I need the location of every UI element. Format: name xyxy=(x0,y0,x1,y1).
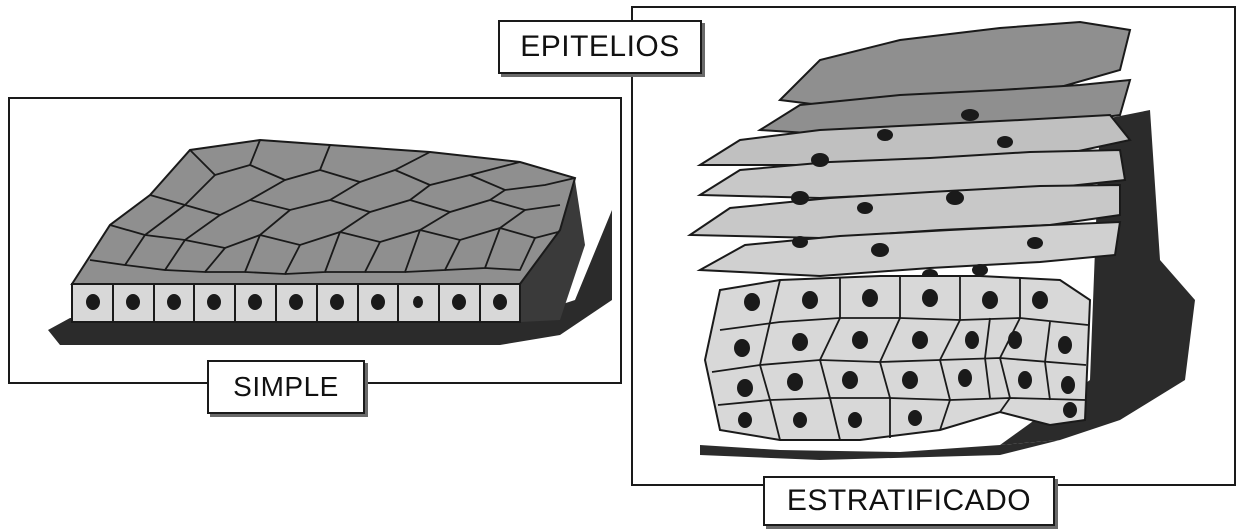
nucleus xyxy=(452,294,466,310)
title-label: EPITELIOS xyxy=(498,20,702,74)
nucleus xyxy=(86,294,100,310)
nucleus xyxy=(289,294,303,310)
simple-cell-row xyxy=(72,284,520,322)
nucleus xyxy=(330,294,344,310)
nucleus xyxy=(493,294,507,310)
nucleus xyxy=(207,294,221,310)
stratified-epithelium-drawing xyxy=(690,22,1195,460)
nucleus xyxy=(248,294,262,310)
nucleus xyxy=(167,294,181,310)
simple-epithelium-drawing xyxy=(48,140,612,345)
nucleus xyxy=(413,296,423,308)
simple-label: SIMPLE xyxy=(207,360,365,414)
stratified-label: ESTRATIFICADO xyxy=(763,476,1055,526)
nucleus xyxy=(371,294,385,310)
nucleus xyxy=(126,294,140,310)
